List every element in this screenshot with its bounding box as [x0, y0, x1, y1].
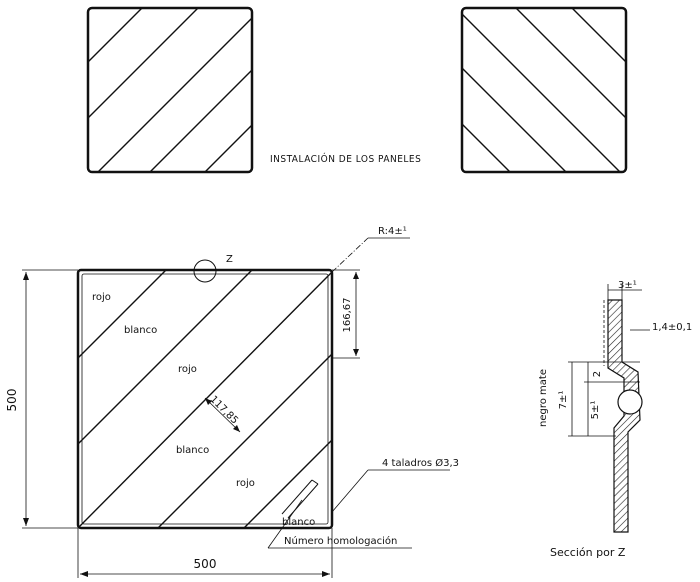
- panel-preview-left: [86, 6, 254, 174]
- section-z: 3±¹ 1,4±0,1 7±¹ 2 5±¹ negro mate Sección…: [538, 280, 692, 559]
- section-thickness-dimension: 1,4±0,1: [652, 322, 692, 333]
- label-rojo-2: rojo: [178, 364, 197, 375]
- homologation-callout: Número homologación: [284, 535, 397, 547]
- label-blanco-1: blanco: [124, 325, 157, 336]
- installation-title: INSTALACIÓN DE LOS PANELES: [270, 152, 421, 165]
- section-top-dimension: 3±¹: [618, 280, 637, 291]
- main-panel: rojo blanco rojo blanco rojo blanco: [76, 268, 334, 530]
- section-two-dimension: 2: [592, 371, 603, 377]
- section-caption: Sección por Z: [550, 546, 626, 559]
- section-seven-dimension: 7±¹: [558, 391, 569, 410]
- height-dimension: 500: [5, 389, 19, 412]
- label-blanco-3: blanco: [282, 517, 315, 528]
- section-side-label: negro mate: [538, 369, 549, 427]
- detail-z-label: Z: [226, 254, 233, 265]
- label-blanco-2: blanco: [176, 445, 209, 456]
- detail-z-circle: [193, 259, 217, 283]
- label-rojo-1: rojo: [92, 292, 111, 303]
- stripe-width-dimension: 117,85: [208, 394, 241, 427]
- stripe-offset-dimension: 166,67: [342, 298, 353, 333]
- corner-radius-label: R:4±¹: [378, 226, 407, 237]
- holes-callout: 4 taladros Ø3,3: [382, 457, 459, 469]
- panel-preview-right: [460, 6, 628, 174]
- label-rojo-3: rojo: [236, 478, 255, 489]
- section-five-dimension: 5±¹: [590, 401, 601, 420]
- width-dimension: 500: [194, 557, 217, 571]
